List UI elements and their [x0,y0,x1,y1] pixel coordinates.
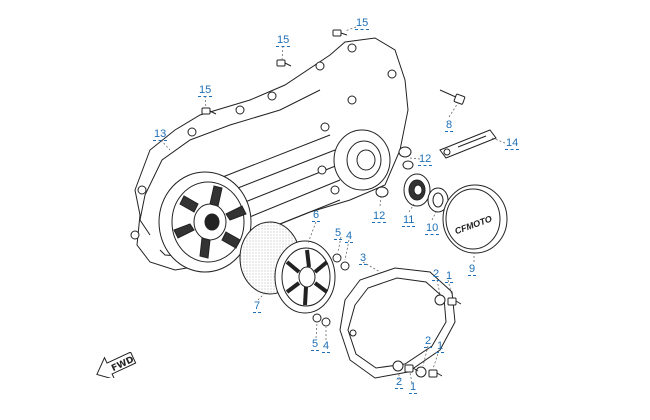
bolt-8 [439,89,466,105]
callout-part-4-lower[interactable]: 4 [322,340,331,353]
bolt-1-washer-2-set [392,294,462,378]
callout-part-2-upper[interactable]: 2 [432,268,441,281]
callout-part-1-lower[interactable]: 1 [409,381,418,394]
callout-part-3[interactable]: 3 [359,252,368,265]
grille-6 [274,240,336,314]
leader-lines [160,26,506,384]
bushing-12 [375,146,414,198]
callout-part-9[interactable]: 9 [468,263,477,276]
callout-part-8[interactable]: 8 [445,119,454,132]
callout-part-15-left[interactable]: 15 [198,84,213,97]
callout-part-7[interactable]: 7 [253,300,262,313]
callout-part-13[interactable]: 13 [153,128,168,141]
bolt-15-mid [276,59,292,67]
callout-part-5-upper[interactable]: 5 [334,227,343,240]
callout-part-2-lower[interactable]: 2 [395,376,404,389]
callout-part-11[interactable]: 11 [402,214,416,227]
forward-direction-arrow-icon: FWD [96,352,137,378]
bearing-11 [403,173,431,207]
callout-part-6[interactable]: 6 [312,209,321,222]
callout-part-2-middle[interactable]: 2 [424,335,433,348]
bolt-15-top [332,29,348,37]
bracket-14 [439,129,497,159]
callout-part-14[interactable]: 14 [505,137,520,150]
outer-cover-3 [339,267,456,379]
callout-part-4-upper[interactable]: 4 [345,230,354,243]
callout-part-5-lower[interactable]: 5 [311,338,320,351]
fan-vanes [173,185,247,259]
callout-part-1-middle[interactable]: 1 [436,340,445,353]
callout-part-12-right[interactable]: 12 [418,153,433,166]
callout-part-15-middle[interactable]: 15 [276,34,291,47]
callout-part-1-upper[interactable]: 1 [445,270,454,283]
callout-part-15-top[interactable]: 15 [355,17,370,30]
washer-parts [312,253,350,327]
logo-cover-9: CFMOTO [442,184,508,254]
callout-part-12-lower[interactable]: 12 [372,210,387,223]
seal-10 [427,187,449,213]
callout-part-10[interactable]: 10 [425,222,440,235]
